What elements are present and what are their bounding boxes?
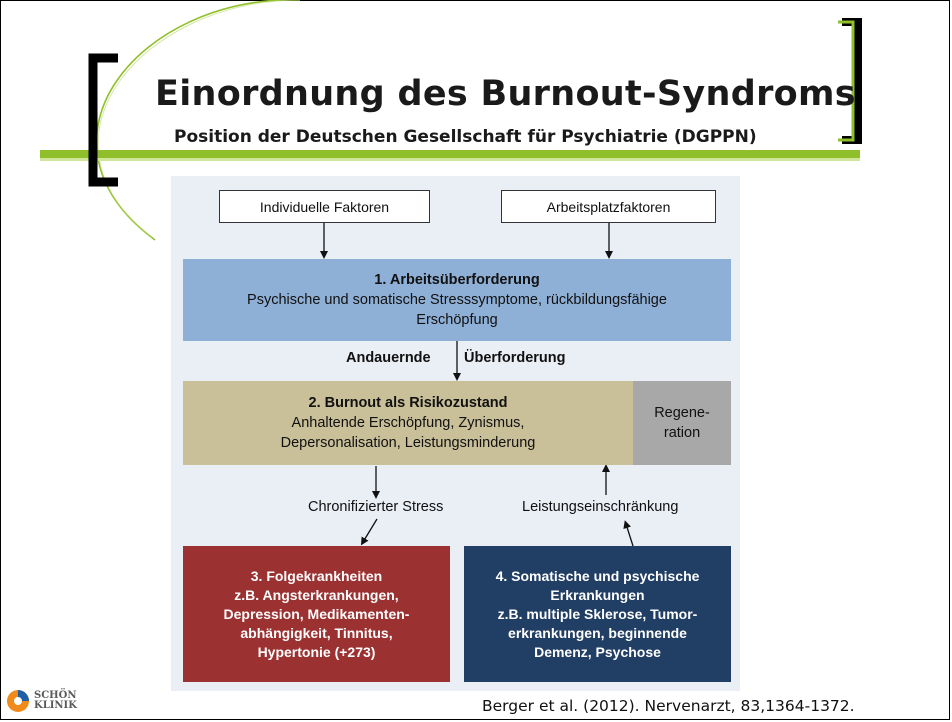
stage3-line: abhängigkeit, Tinnitus,: [240, 624, 393, 641]
regeneration-line2: ration: [663, 425, 701, 441]
stage1-line2: Erschöpfung: [416, 312, 498, 328]
factor-box-workplace: Arbeitsplatzfaktoren: [501, 190, 716, 223]
logo-mark-icon: [7, 690, 29, 712]
logo-line1: SCHÖN: [34, 690, 77, 701]
stage3-box: 3. Folgekrankheiten z.B. Angsterkrankung…: [183, 546, 450, 682]
transition-left-label: Andauernde: [346, 350, 431, 366]
stage2-title: 2. Burnout als Risikozustand: [308, 395, 508, 411]
stage4-line: Demenz, Psychose: [534, 643, 661, 660]
left-bracket: [88, 53, 118, 187]
logo-line2: KLINIK: [34, 700, 77, 711]
arrow-chronic-to-stage3: [360, 518, 378, 546]
transition-right-label: Überforderung: [464, 350, 566, 366]
regeneration-box: Regene- ration: [633, 381, 731, 465]
stage1-box: 1. Arbeitsüberforderung Psychische und s…: [183, 259, 731, 341]
slide-subtitle: Position der Deutschen Gesellschaft für …: [174, 127, 757, 147]
stage2-line2: Depersonalisation, Leistungsminderung: [280, 435, 536, 451]
citation: Berger et al. (2012). Nervenarzt, 83,136…: [482, 697, 855, 715]
factor-workplace-label: Arbeitsplatzfaktoren: [546, 198, 671, 215]
stage2-box: 2. Burnout als Risikozustand Anhaltende …: [183, 381, 633, 465]
stage3-line: Hypertonie (+273): [257, 643, 376, 660]
stage1-title: 1. Arbeitsüberforderung: [374, 272, 540, 288]
stage1-line1: Psychische und somatische Stresssymptome…: [247, 292, 667, 308]
stage4-line: Erkrankungen: [550, 586, 645, 603]
performance-limitation-label: Leistungseinschränkung: [522, 499, 679, 515]
green-header-bar: [40, 150, 860, 158]
stage4-box: 4. Somatische und psychische Erkrankunge…: [464, 546, 731, 682]
stage3-line: z.B. Angsterkrankungen,: [234, 586, 399, 603]
regeneration-line1: Regene-: [654, 405, 710, 421]
stage4-line: z.B. multiple Sklerose, Tumor-: [497, 605, 698, 622]
arrow-stage4-to-limitation: [623, 520, 634, 547]
stage3-title: 3. Folgekrankheiten: [250, 567, 383, 584]
slide-title: Einordnung des Burnout-Syndroms: [155, 74, 856, 114]
stage2-line1: Anhaltende Erschöpfung, Zynismus,: [291, 415, 525, 431]
schoen-klinik-logo: SCHÖN KLINIK: [6, 686, 116, 716]
stage3-line: Depression, Medikamenten-: [223, 605, 410, 622]
stage4-title: 4. Somatische und psychische: [495, 567, 700, 584]
factor-individual-label: Individuelle Faktoren: [259, 198, 390, 215]
chronic-stress-label: Chronifizierter Stress: [308, 499, 444, 515]
stage4-line: erkrankungen, beginnende: [508, 624, 687, 641]
factor-box-individual: Individuelle Faktoren: [219, 190, 430, 223]
